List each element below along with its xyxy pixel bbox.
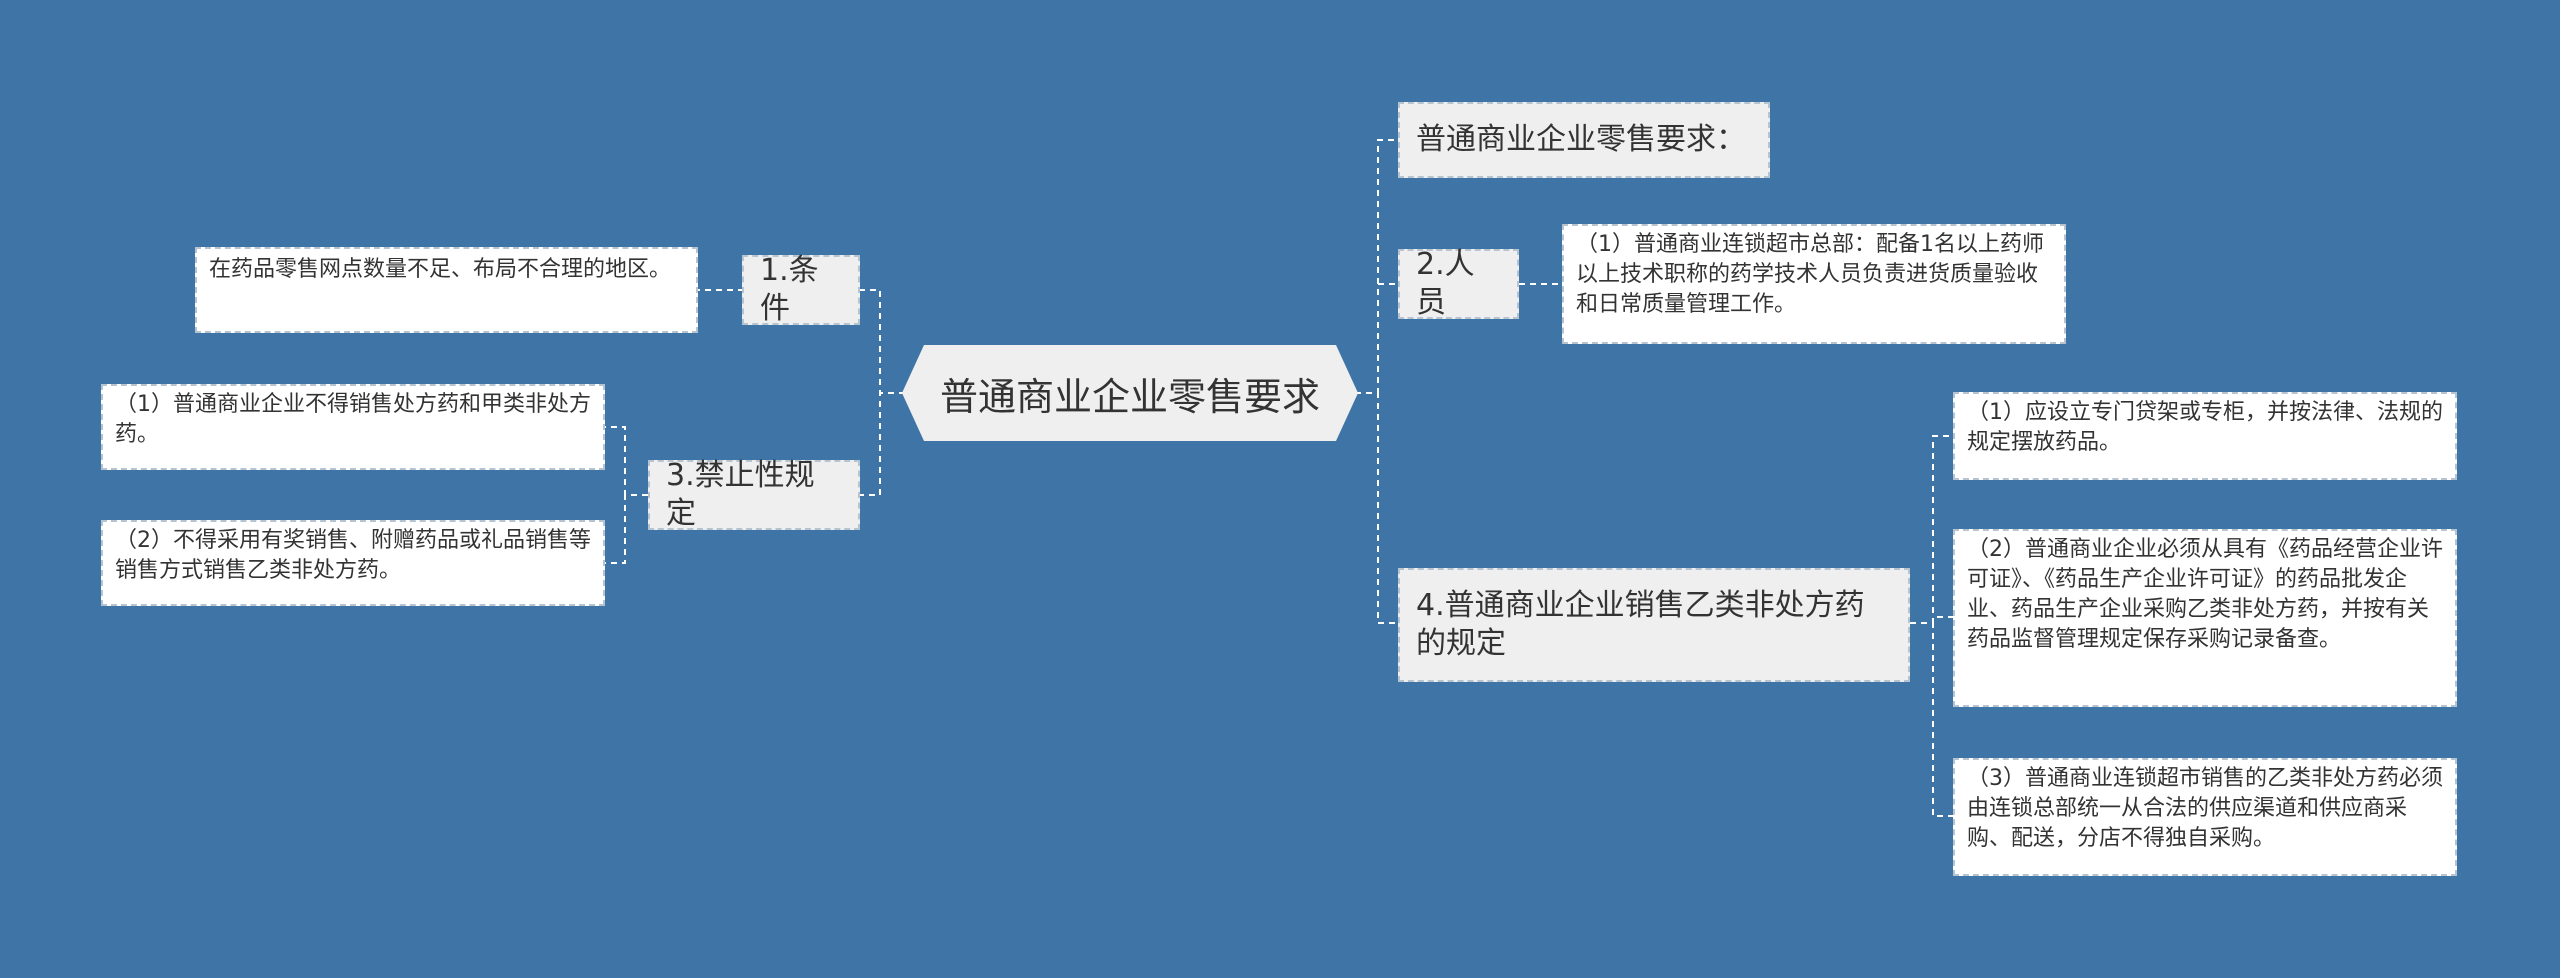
link-otc-leaf-1 — [1910, 435, 1953, 624]
leaf-prohibitions-2-text: （2）不得采用有奖销售、附赠药品或礼品销售等销售方式销售乙类非处方药。 — [115, 528, 591, 583]
link-otc-leaf-2 — [1910, 616, 1953, 624]
root-node-label: 普通商业企业零售要求 — [939, 374, 1320, 419]
leaf-prohibitions-1-text: （1）普通商业企业不得销售处方药和甲类非处方药。 — [115, 392, 591, 447]
link-prohibitions-leaf-2 — [605, 494, 648, 564]
branch-personnel[interactable]: 2.人员 — [1398, 247, 1519, 320]
leaf-otc-b-3[interactable]: （3）普通商业连锁超市销售的乙类非处方药必须由连锁总部统一从合法的供应渠道和供应… — [1953, 758, 2457, 876]
link-root-otc — [1355, 392, 1398, 624]
link-root-requirements — [1355, 139, 1398, 394]
branch-prohibitions[interactable]: 3.禁止性规定 — [648, 458, 860, 531]
leaf-personnel-1-text: （1）普通商业连锁超市总部：配备1名以上药师以上技术职称的药学技术人员负责进货质… — [1576, 232, 2044, 317]
root-node-shape — [902, 345, 1358, 441]
leaf-conditions-1[interactable]: 在药品零售网点数量不足、布局不合理的地区。 — [195, 247, 698, 333]
branch-conditions[interactable]: 1.条件 — [742, 253, 860, 326]
branch-requirements[interactable]: 普通商业企业零售要求： — [1398, 102, 1770, 178]
branch-otc-b[interactable]: 4.普通商业企业销售乙类非处方药的规定 — [1398, 568, 1910, 682]
leaf-otc-b-3-text: （3）普通商业连锁超市销售的乙类非处方药必须由连锁总部统一从合法的供应渠道和供应… — [1967, 766, 2443, 851]
branch-prohibitions-label: 3.禁止性规定 — [666, 458, 815, 531]
leaf-conditions-1-text: 在药品零售网点数量不足、布局不合理的地区。 — [209, 257, 672, 282]
leaf-otc-b-2-text: （2）普通商业企业必须从具有《药品经营企业许可证》、《药品生产企业许可证》的药品… — [1967, 537, 2443, 652]
leaf-prohibitions-2[interactable]: （2）不得采用有奖销售、附赠药品或礼品销售等销售方式销售乙类非处方药。 — [101, 520, 605, 606]
leaf-otc-b-2[interactable]: （2）普通商业企业必须从具有《药品经营企业许可证》、《药品生产企业许可证》的药品… — [1953, 529, 2457, 707]
leaf-otc-b-1[interactable]: （1）应设立专门贷架或专柜，并按法律、法规的规定摆放药品。 — [1953, 392, 2457, 480]
branch-requirements-label: 普通商业企业零售要求： — [1416, 122, 1746, 157]
link-root-prohibitions — [860, 392, 905, 496]
branch-personnel-label: 2.人员 — [1416, 247, 1475, 320]
root-node[interactable]: 普通商业企业零售要求 — [900, 343, 1360, 443]
branch-conditions-label: 1.条件 — [760, 253, 819, 326]
link-root-conditions — [860, 289, 905, 394]
link-root-personnel — [1355, 283, 1398, 394]
link-prohibitions-leaf-1 — [605, 426, 648, 496]
link-otc-leaf-3 — [1910, 622, 1953, 817]
branch-otc-b-label: 4.普通商业企业销售乙类非处方药的规定 — [1416, 588, 1865, 661]
leaf-otc-b-1-text: （1）应设立专门贷架或专柜，并按法律、法规的规定摆放药品。 — [1967, 400, 2443, 455]
leaf-prohibitions-1[interactable]: （1）普通商业企业不得销售处方药和甲类非处方药。 — [101, 384, 605, 470]
leaf-personnel-1[interactable]: （1）普通商业连锁超市总部：配备1名以上药师以上技术职称的药学技术人员负责进货质… — [1562, 224, 2066, 344]
